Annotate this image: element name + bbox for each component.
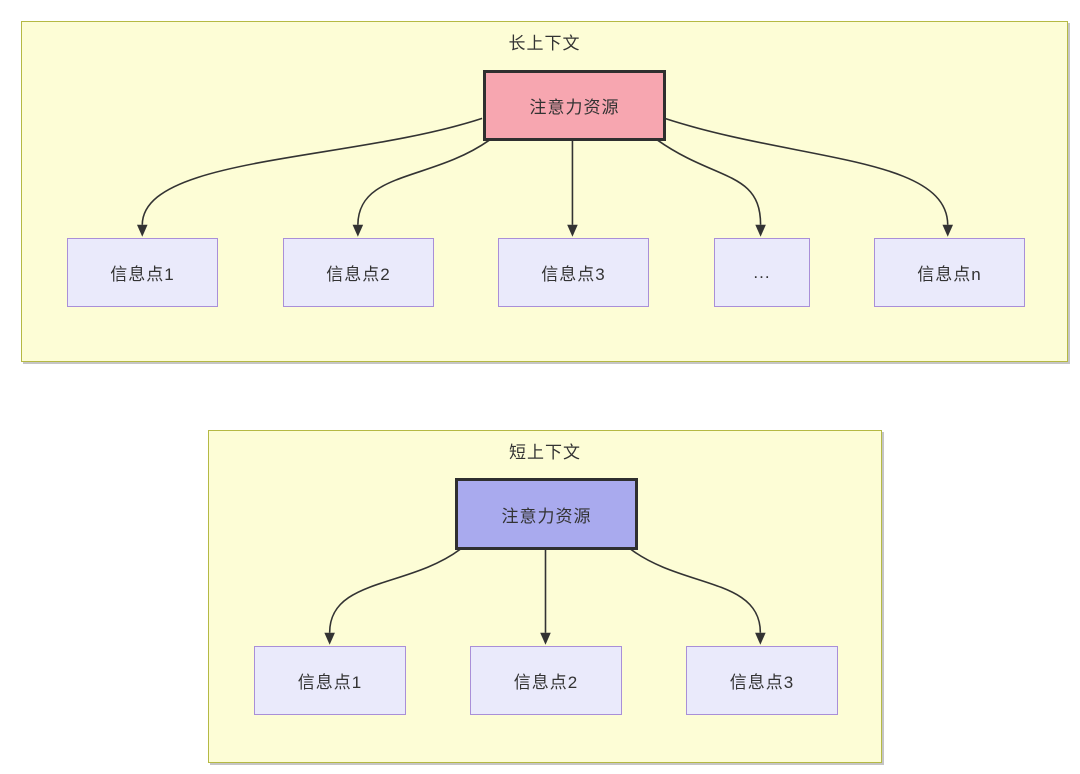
- arrowhead-info2: [540, 632, 551, 645]
- info-node-label: 信息点1: [297, 673, 363, 692]
- arrowhead-info1: [324, 632, 335, 645]
- long-context-edges: [136, 117, 954, 237]
- attention-resource-label: 注意力资源: [529, 98, 620, 117]
- arrowhead-info3: [755, 632, 766, 645]
- short-context-title: 短上下文: [509, 443, 581, 462]
- info-node-2-long: 信息点2: [283, 238, 434, 307]
- info-node-1-short: 信息点1: [254, 646, 406, 715]
- long-context-group: 长上下文 注意力资源 信息点1 信息点2 信息点3 ...: [21, 21, 1068, 362]
- info-node-3-short: 信息点3: [686, 646, 838, 715]
- arrowhead-ellipsis: [755, 224, 766, 237]
- info-node-3-long: 信息点3: [498, 238, 649, 307]
- short-context-group: 短上下文 注意力资源 信息点1 信息点2 信息点3: [208, 430, 882, 763]
- info-node-label: 信息点1: [110, 265, 175, 284]
- info-node-label: 信息点3: [541, 265, 606, 284]
- long-context-title: 长上下文: [508, 34, 581, 53]
- info-node-label: ...: [753, 262, 771, 282]
- info-node-label: 信息点3: [729, 673, 795, 692]
- edge-root-to-info1: [328, 548, 461, 633]
- edge-root-to-ellipsis: [657, 139, 762, 225]
- info-node-2-short: 信息点2: [470, 646, 622, 715]
- edge-root-to-info1: [141, 117, 483, 225]
- edge-root-to-info3: [630, 548, 762, 633]
- info-node-n-long: 信息点n: [874, 238, 1025, 307]
- info-node-label: 信息点n: [917, 265, 982, 284]
- short-context-edges: [324, 548, 766, 645]
- info-node-ellipsis: ...: [714, 238, 810, 307]
- arrowhead-info2: [352, 224, 364, 237]
- edge-root-to-infon: [664, 117, 949, 225]
- info-node-label: 信息点2: [513, 673, 579, 692]
- info-node-1-long: 信息点1: [67, 238, 218, 307]
- attention-resource-label: 注意力资源: [501, 506, 592, 526]
- attention-resource-node-short: 注意力资源: [455, 478, 638, 550]
- arrowhead-infon: [942, 224, 954, 237]
- arrowhead-info1: [136, 224, 148, 237]
- arrowhead-info3: [567, 224, 578, 237]
- info-node-label: 信息点2: [326, 265, 391, 284]
- edge-root-to-info2: [357, 139, 490, 225]
- attention-resource-node-long: 注意力资源: [483, 70, 666, 141]
